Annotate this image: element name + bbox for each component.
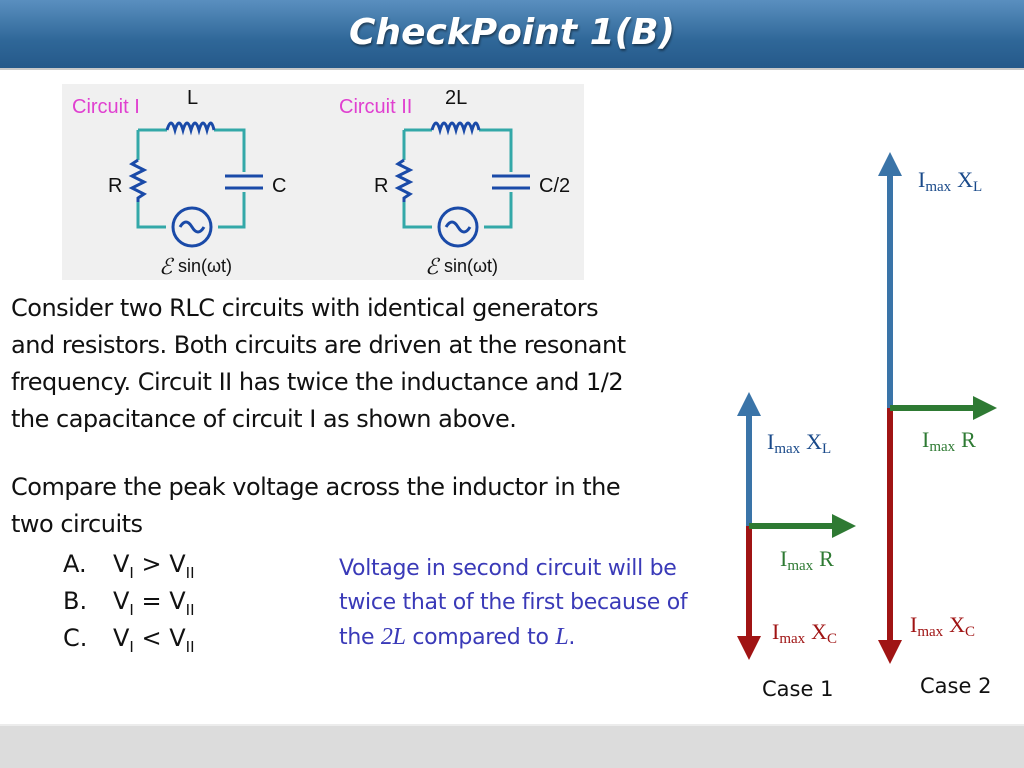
ac-wave bbox=[178, 220, 206, 234]
circuit-one: Circuit I L R C ℰ sin(ωt) bbox=[72, 87, 286, 279]
ac-source bbox=[171, 206, 213, 248]
choice-letter: C. bbox=[63, 624, 88, 652]
wire bbox=[402, 128, 513, 229]
case-two-label: Case 2 bbox=[920, 674, 991, 698]
text-line: frequency. Circuit II has twice the indu… bbox=[11, 368, 624, 396]
emf-symbol: ℰ bbox=[159, 254, 175, 279]
answer-explanation: Voltage in second circuit will be twice … bbox=[339, 556, 688, 650]
choice-expression: VI > VII bbox=[113, 550, 195, 582]
circuit-two-capacitor-label: C/2 bbox=[539, 175, 570, 197]
slide-title: CheckPoint 1(B) bbox=[349, 12, 675, 53]
choice-a[interactable]: A. VI > VII bbox=[63, 550, 263, 582]
choice-letter: A. bbox=[63, 550, 87, 578]
choice-b[interactable]: B. VI = VII bbox=[63, 587, 263, 619]
circuit-two-inductor-label: 2L bbox=[445, 87, 467, 109]
footer-bar bbox=[0, 724, 1024, 768]
text-line: the capacitance of circuit I as shown ab… bbox=[11, 405, 517, 433]
circuit-diagrams: Circuit I L R C ℰ sin(ωt) Circuit II 2L … bbox=[62, 84, 584, 280]
text-line: Consider two RLC circuits with identical… bbox=[11, 294, 599, 322]
wire bbox=[136, 128, 246, 229]
text-line: two circuits bbox=[11, 510, 143, 538]
text-line: and resistors. Both circuits are driven … bbox=[11, 331, 626, 359]
title-bar: CheckPoint 1(B) bbox=[0, 0, 1024, 70]
resistor-zigzag bbox=[128, 158, 148, 202]
choice-expression: VI = VII bbox=[113, 587, 195, 619]
circuit-one-resistor-label: R bbox=[108, 175, 122, 197]
circuit-one-capacitor-label: C bbox=[272, 175, 286, 197]
choice-letter: B. bbox=[63, 587, 88, 615]
case-one-label: Case 1 bbox=[762, 677, 833, 701]
problem-description: Consider two RLC circuits with identical… bbox=[11, 290, 701, 438]
circuit-two: Circuit II 2L R C/2 ℰ sin(ωt) bbox=[339, 87, 570, 279]
choice-expression: VI < VII bbox=[113, 624, 195, 656]
circuit-one-inductor-label: L bbox=[187, 87, 198, 109]
circuit-two-source-label: sin(ωt) bbox=[444, 256, 498, 276]
inductor-coil bbox=[165, 121, 216, 136]
resistor-zigzag bbox=[394, 158, 414, 202]
question-text: Compare the peak voltage across the indu… bbox=[11, 469, 701, 543]
circuit-one-source-label: sin(ωt) bbox=[178, 256, 232, 276]
text-line: Compare the peak voltage across the indu… bbox=[11, 473, 621, 501]
ac-wave bbox=[444, 220, 472, 234]
emf-symbol: ℰ bbox=[425, 254, 441, 279]
ac-source bbox=[437, 206, 479, 248]
choice-c[interactable]: C. VI < VII bbox=[63, 624, 263, 656]
inductor-coil bbox=[430, 121, 481, 136]
circuit-two-resistor-label: R bbox=[374, 175, 388, 197]
circuit-one-name: Circuit I bbox=[72, 96, 140, 118]
circuit-two-name: Circuit II bbox=[339, 96, 412, 118]
